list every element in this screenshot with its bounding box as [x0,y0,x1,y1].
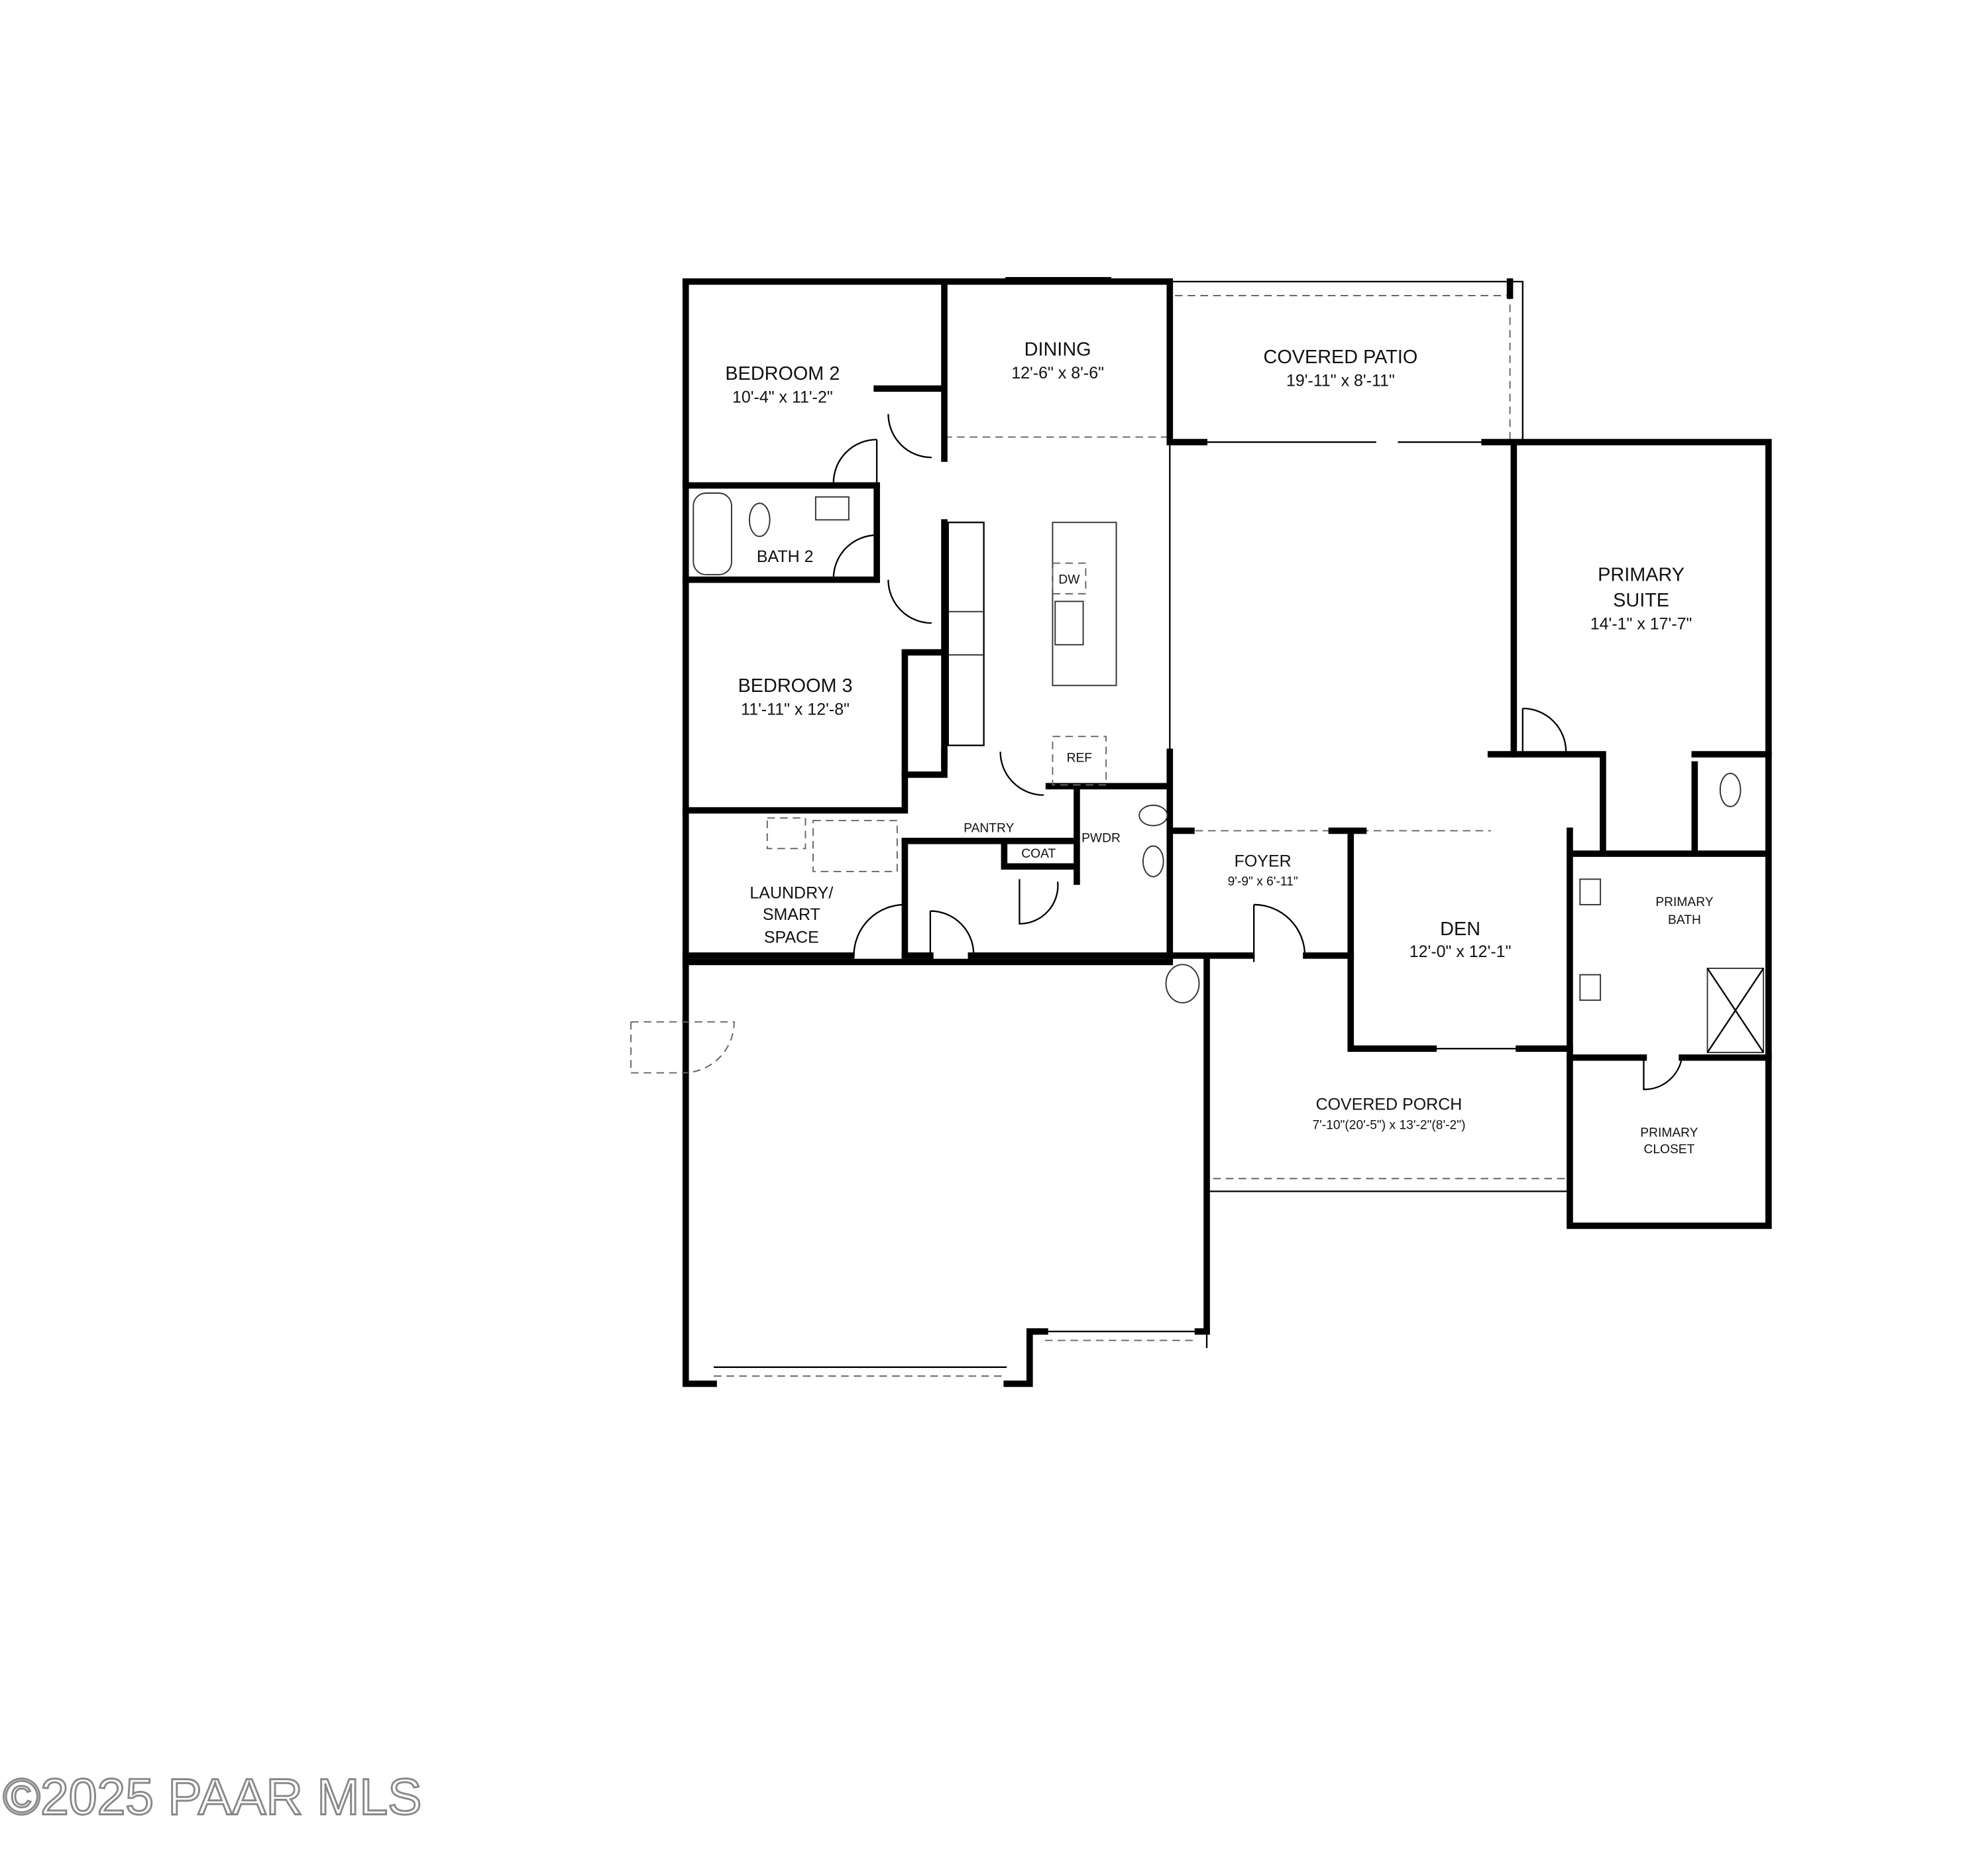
patio-size: 19'-11" x 8'-11" [1286,372,1395,390]
doors [630,414,1683,1090]
sink-icon [1579,878,1602,905]
walls [682,278,1772,1387]
bedroom3-size: 11'-11" x 12'-8" [741,700,850,718]
porch-name: COVERED PORCH [1316,1095,1463,1113]
fixtures: DW REF [692,492,1765,1053]
sink-icon [1054,600,1084,646]
laundry-sink [766,817,806,850]
pwdr-name: PWDR [1081,832,1121,846]
foyer-size: 9'-9" x 6'-11" [1228,875,1298,889]
sink-icon [814,496,850,521]
porch-size: 7'-10"(20'-5") x 13'-2"(8'-2") [1312,1118,1465,1132]
bedroom3-name: BEDROOM 3 [738,675,853,697]
den-size: 12'-0" x 12'-1" [1409,942,1512,961]
range-icon [947,610,985,656]
coat-name: COAT [1021,847,1056,861]
laundry-name1: LAUNDRY/ [749,883,833,902]
sink-icon [1579,974,1602,1001]
bedroom2-size: 10'-4" x 11'-2" [732,388,833,406]
primary-bath-name2: BATH [1668,913,1701,927]
bedroom2-name: BEDROOM 2 [725,363,840,384]
foyer-name: FOYER [1235,852,1292,870]
dw-label: DW [1058,573,1080,587]
primary-suite-name1: PRIMARY [1598,565,1684,586]
primary-closet-name2: CLOSET [1643,1143,1694,1157]
toilet-icon [1719,772,1741,807]
laundry-name3: SPACE [764,929,819,947]
dining-name: DINING [1024,339,1091,360]
room-labels: BEDROOM 2 10'-4" x 11'-2" DINING 12'-6" … [725,339,1713,1156]
dining-size: 12'-6" x 8'-6" [1011,364,1104,382]
primary-closet-name1: PRIMARY [1640,1126,1698,1140]
water-heater [1165,964,1200,1003]
bath2-name: BATH 2 [757,547,814,566]
counter [947,522,985,746]
toilet-icon [748,502,771,538]
sink-icon [1142,845,1164,878]
pantry-name: PANTRY [964,821,1014,835]
bathtub [692,492,732,575]
refrigerator [1052,736,1107,786]
ref-label: REF [1067,752,1092,766]
den-name: DEN [1440,919,1480,940]
washer-dryer [812,820,898,872]
patio-name: COVERED PATIO [1264,347,1418,368]
watermark: ©2025 PAAR MLS [3,1769,421,1826]
primary-suite-size: 14'-1" x 17'-7" [1590,615,1692,634]
primary-bath-name1: PRIMARY [1655,895,1713,909]
dishwasher [1052,562,1087,595]
laundry-name2: SMART [763,905,820,924]
primary-suite-name2: SUITE [1613,590,1669,611]
toilet-icon [1138,805,1168,826]
